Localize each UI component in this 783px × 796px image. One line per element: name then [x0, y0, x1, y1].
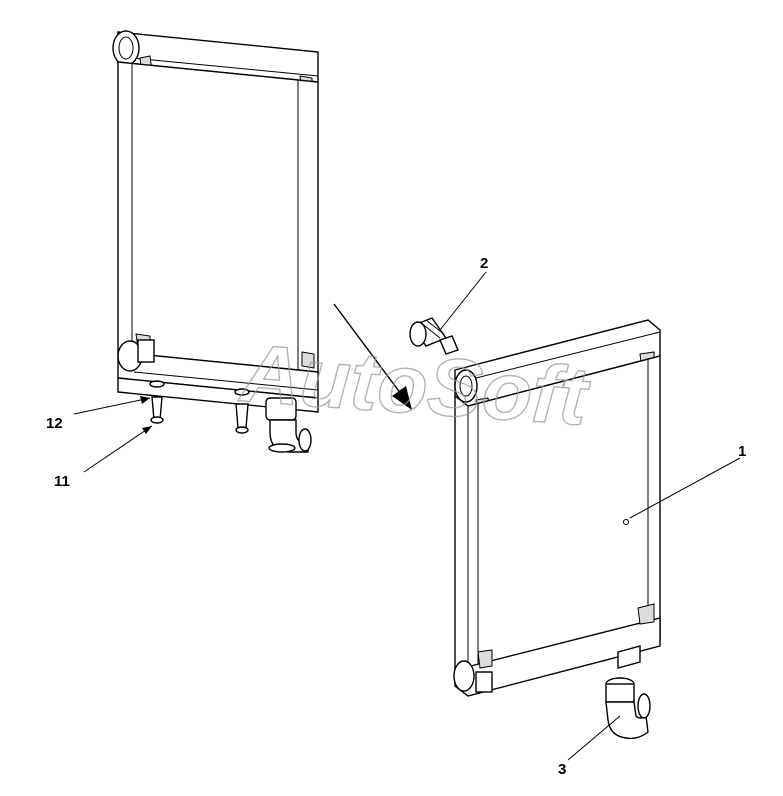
callout-12: 12 — [46, 415, 63, 432]
radiator-left — [112, 30, 319, 453]
callout-3: 3 — [558, 761, 566, 778]
radiator-right — [453, 319, 661, 697]
callout-1: 1 — [738, 443, 746, 460]
assembly-arrow — [333, 303, 412, 410]
elbow-part-3 — [605, 677, 651, 740]
callout-2: 2 — [480, 255, 488, 272]
leader-lines — [73, 271, 741, 761]
callout-11: 11 — [54, 473, 70, 490]
fitting-part-2 — [409, 317, 459, 355]
